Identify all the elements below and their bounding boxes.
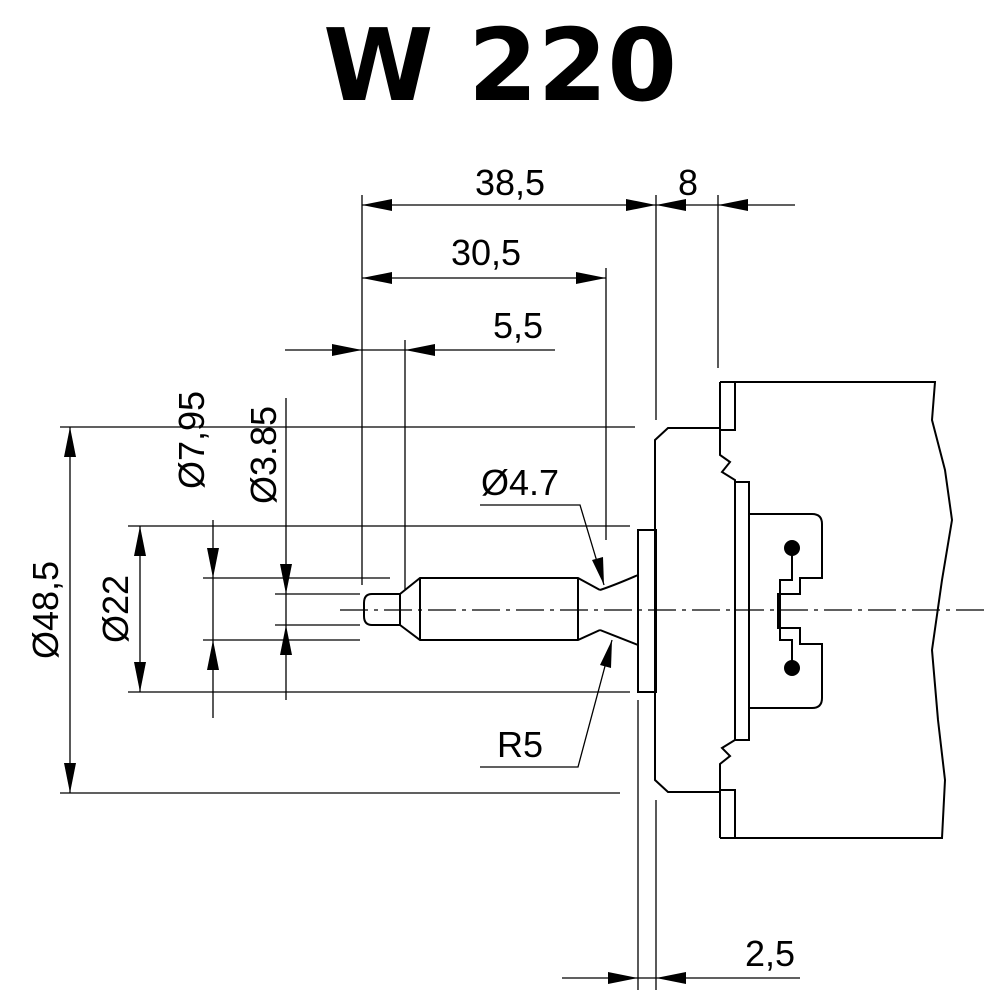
dim-dia-22: Ø22 (95, 575, 136, 643)
dim-dia-4-7: Ø4.7 (481, 462, 559, 503)
drawing-title: W 220 (323, 7, 677, 124)
dim-8: 8 (678, 162, 698, 203)
dimension-lines (64, 199, 800, 984)
shaft (363, 574, 639, 646)
housing (637, 381, 954, 839)
dim-dia-7-95: Ø7,95 (171, 391, 212, 489)
dim-dia-3-85: Ø3.85 (243, 406, 284, 504)
dim-2-5: 2,5 (745, 933, 795, 974)
extension-lines (60, 195, 719, 990)
dim-r5: R5 (497, 724, 543, 765)
dim-30-5: 30,5 (451, 232, 521, 273)
dim-5-5: 5,5 (493, 305, 543, 346)
dim-dia-48-5: Ø48,5 (25, 561, 66, 659)
dim-38-5: 38,5 (475, 162, 545, 203)
